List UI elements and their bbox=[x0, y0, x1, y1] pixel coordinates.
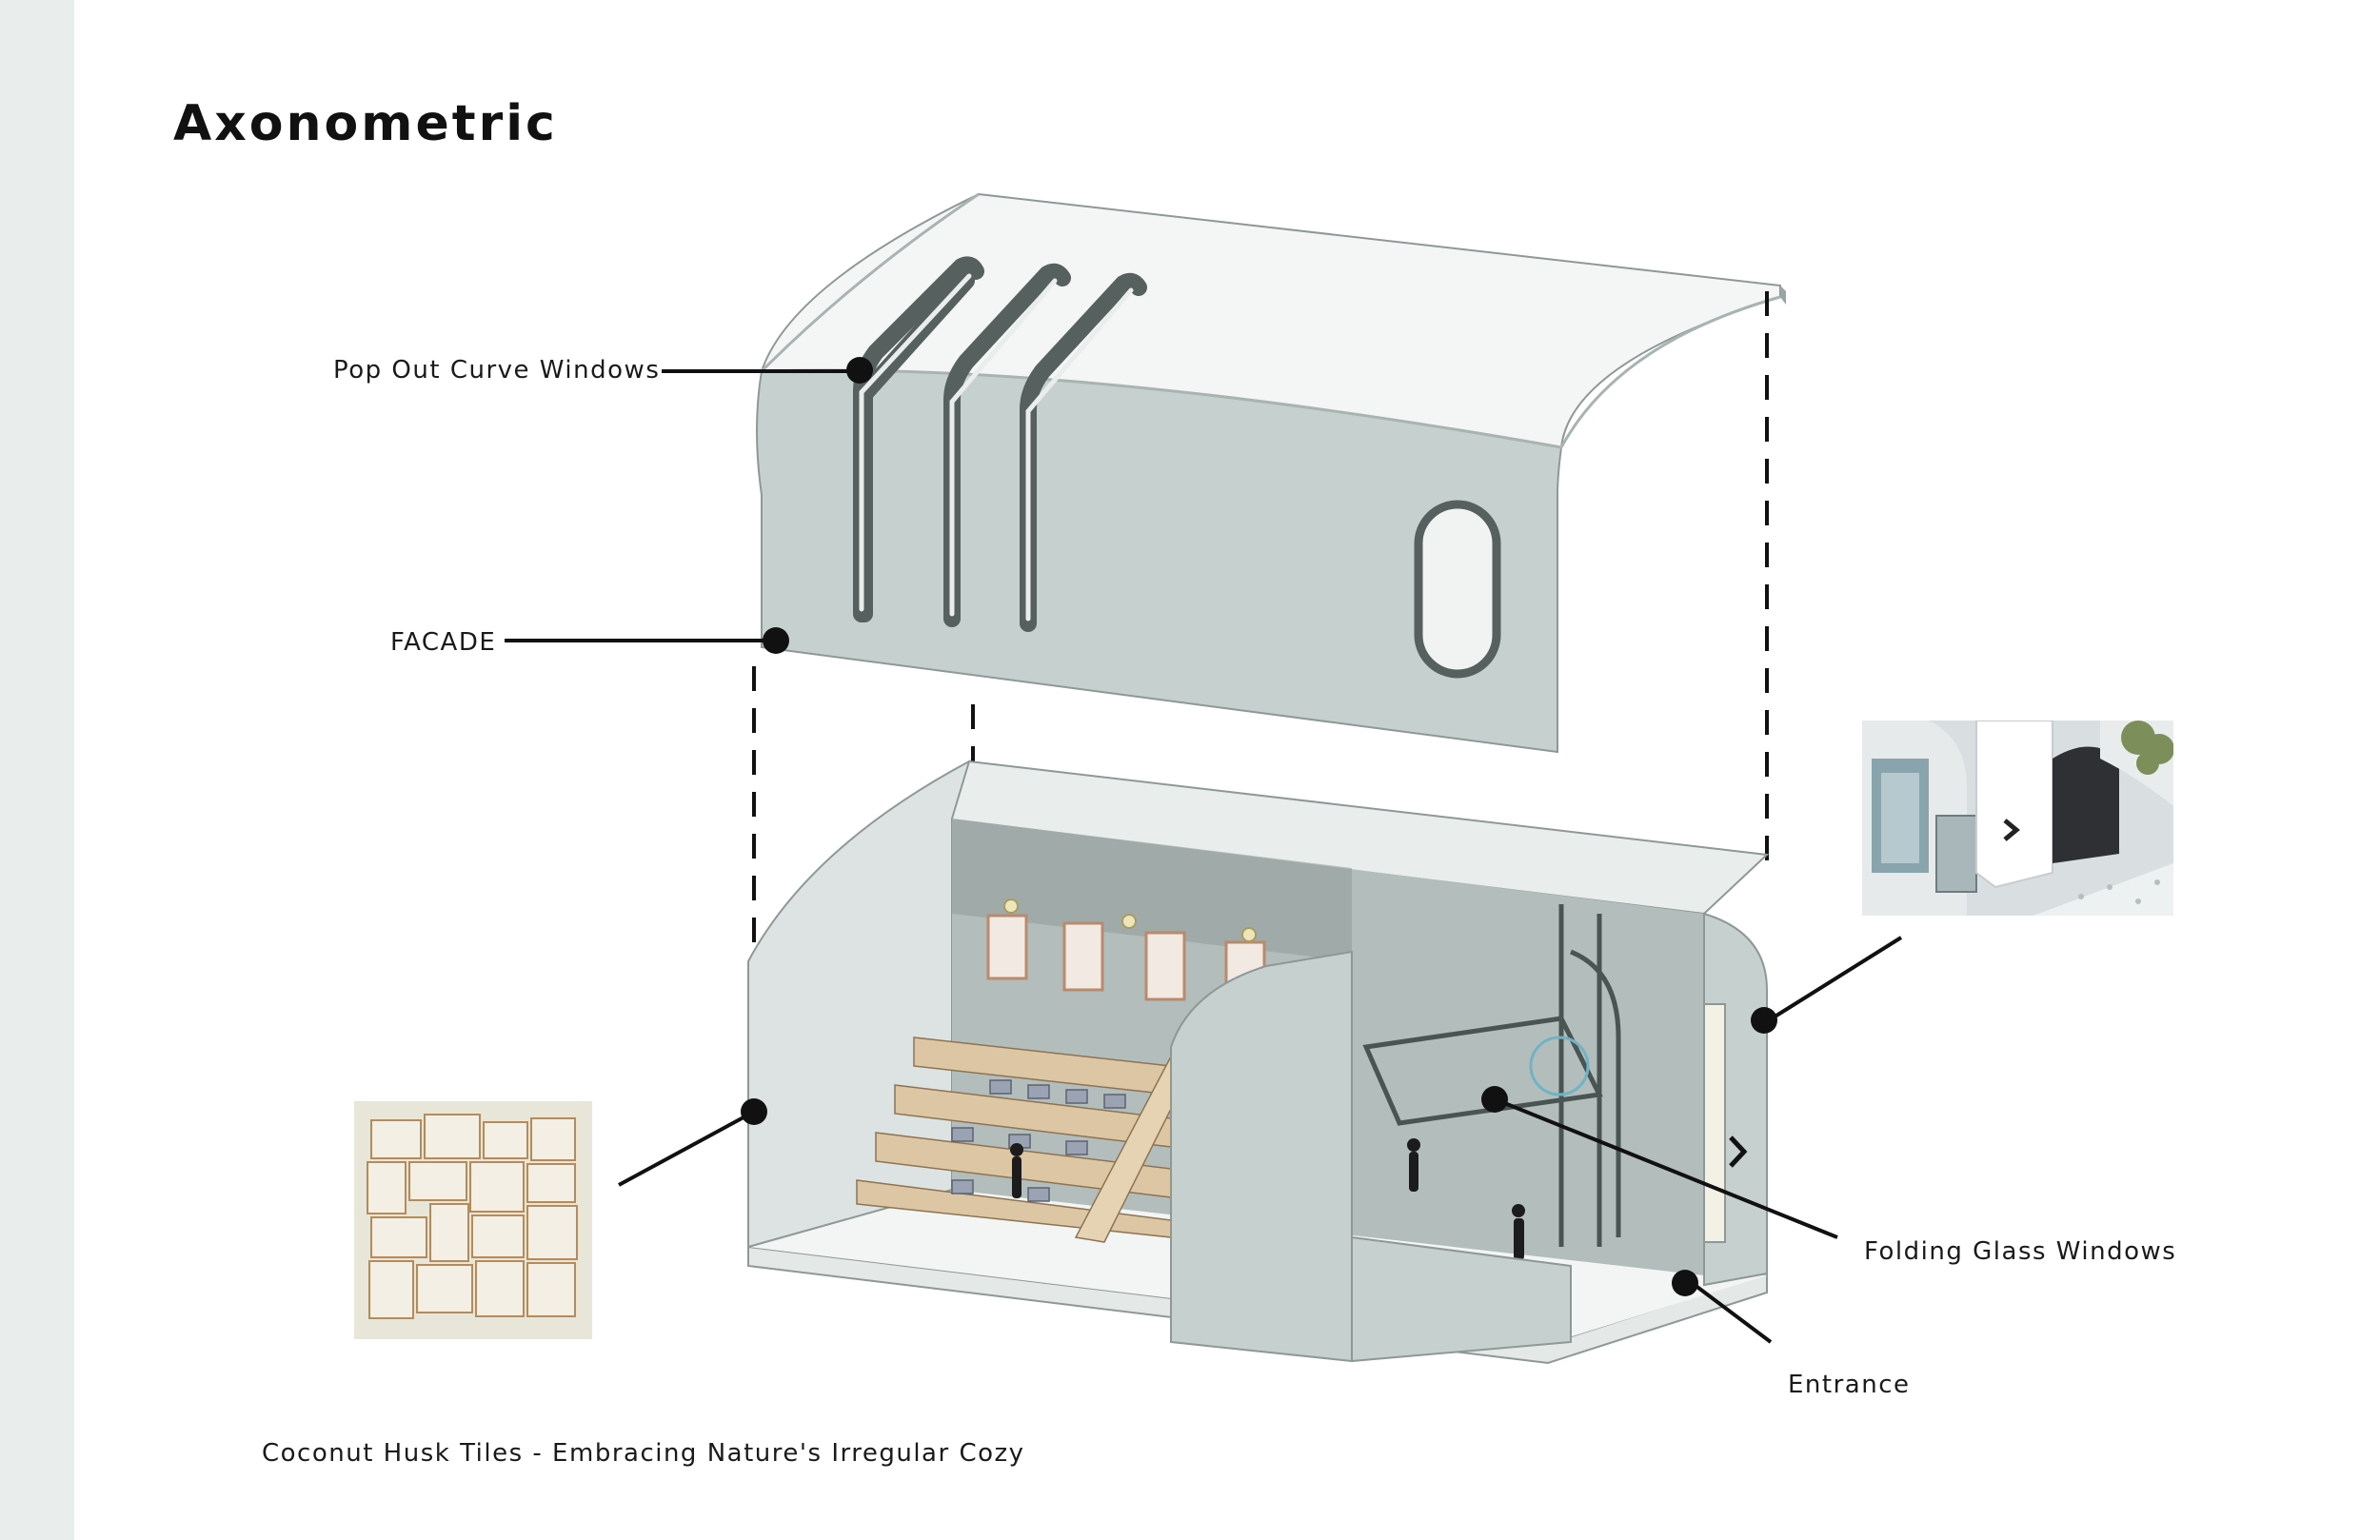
left-end-wall bbox=[747, 759, 971, 1249]
leader-lines bbox=[505, 369, 1903, 1344]
facade-module bbox=[756, 192, 1786, 754]
stepped-seating bbox=[856, 1037, 1197, 1243]
folding-glass-windows bbox=[1362, 904, 1621, 1247]
label-facade: FACADE bbox=[390, 628, 497, 657]
dot-coconut bbox=[741, 1098, 767, 1125]
leader-dots bbox=[741, 357, 1777, 1296]
revolving-door bbox=[1529, 1036, 1590, 1096]
dashed-connectors bbox=[752, 291, 1769, 952]
label-entrance: Entrance bbox=[1788, 1371, 1911, 1399]
entrance-photo bbox=[1862, 721, 2173, 916]
dot-entrance bbox=[1672, 1270, 1698, 1296]
label-folding-glass-windows: Folding Glass Windows bbox=[1864, 1237, 2177, 1266]
interior-module bbox=[747, 759, 1770, 1365]
dot-pop-out bbox=[846, 357, 873, 384]
dot-folding bbox=[1481, 1086, 1508, 1113]
dot-entrance-photo bbox=[1751, 1007, 1777, 1034]
facade-end bbox=[1780, 286, 1786, 305]
label-coconut-husk-tiles: Coconut Husk Tiles - Embracing Nature's … bbox=[262, 1439, 1025, 1468]
front-counter bbox=[1351, 1235, 1572, 1363]
entrance-door bbox=[1703, 1003, 1726, 1243]
oval-window bbox=[1414, 500, 1501, 679]
coconut-husk-photo bbox=[354, 1101, 592, 1339]
entrance-arrow bbox=[1729, 1135, 1748, 1168]
dot-facade bbox=[763, 627, 789, 654]
entrance-image bbox=[1862, 721, 2173, 916]
side-strip bbox=[0, 0, 74, 1540]
pop-out-window-inner bbox=[859, 273, 1134, 622]
pendant-lights bbox=[1003, 898, 1257, 942]
central-curved-wall bbox=[1170, 950, 1353, 1363]
back-wall-band bbox=[952, 819, 1352, 961]
facade-curve-shade bbox=[758, 192, 1781, 449]
label-pop-out-curve-windows: Pop Out Curve Windows bbox=[333, 356, 661, 385]
page-title: Axonometric bbox=[173, 95, 558, 152]
people-silhouettes bbox=[1010, 1138, 1525, 1260]
coconut-husk-image bbox=[354, 1101, 592, 1339]
